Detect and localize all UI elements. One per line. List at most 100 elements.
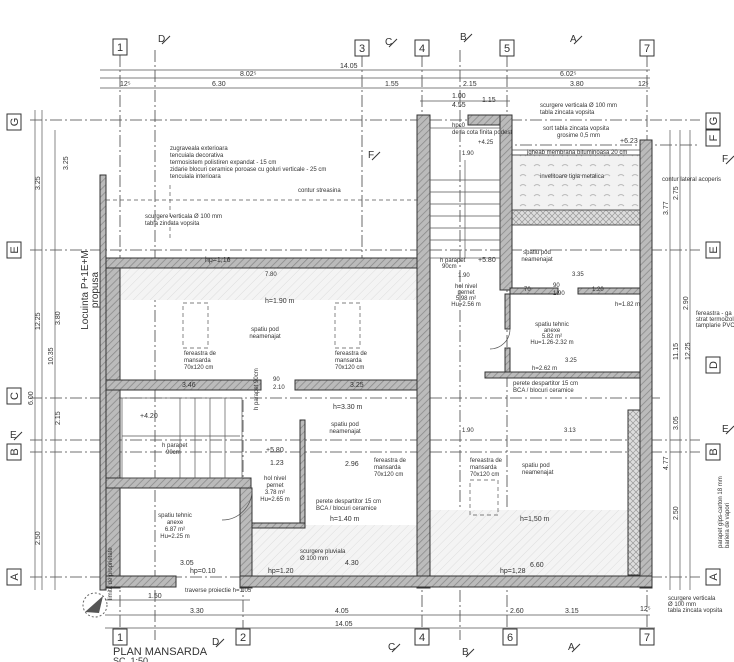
annotation-property: limita de proprietate (108, 547, 114, 600)
annotation-d-top-f: 2.15 (463, 81, 477, 88)
annotation-h182: h=1.82 m (615, 302, 640, 308)
axis-label: F (708, 134, 720, 141)
section-label: A (568, 642, 575, 653)
annotation-hall1a: hol nivel (264, 476, 286, 482)
section-label: C (385, 37, 392, 48)
annotation-layers3: termosistem polistiren expandat - 15 cm (170, 160, 276, 166)
annotation-d-top-h: 12⁵ (638, 81, 649, 88)
annotation-d190d: 1.90 (462, 428, 474, 434)
annotation-gutter: jgheab membrana bituminoasa 20 cm (526, 150, 627, 156)
annotation-win4a: fereastra de (470, 458, 503, 464)
annotation-d-left-h: 2.15 (55, 411, 62, 425)
axis-bubble-bottom: 2 (235, 628, 251, 646)
annotation-beam: traverse proiectie h=1.05 (185, 588, 252, 594)
annotation-d660: 6.60 (530, 562, 544, 569)
annotation-part2a: perete despartitor 15 cm (513, 381, 578, 387)
section-marker: D (158, 34, 171, 45)
axis-label: 3 (359, 43, 365, 55)
annotation-d-top-d: 6.30 (212, 81, 226, 88)
annotation-d-bot-e: 3.15 (565, 608, 579, 615)
annotation-win2c: 70x120 cm (335, 365, 364, 371)
section-marker: B (460, 32, 473, 43)
drawing-scale: SC. 1:50 (113, 656, 148, 662)
annotation-d90a: 90 (273, 377, 280, 383)
section-label: C (388, 642, 395, 653)
section-marker: B (462, 647, 475, 658)
annotation-win4b: mansarda (470, 465, 497, 471)
staircase-lower (121, 397, 243, 479)
annotation-winside3: tamplarie PVC (696, 323, 734, 329)
axis-label: 5 (504, 43, 510, 55)
annotation-win2a: fereastra de (335, 351, 368, 357)
annotation-rain1a: scurgere pluviala (300, 549, 346, 555)
annotation-drain3b: Ø 100 mm (668, 602, 696, 608)
walls (99, 114, 653, 591)
north-arrow-icon (82, 592, 108, 618)
section-label: B (460, 32, 467, 43)
annotation-part2b: BCA / blocuri ceramice (513, 388, 574, 394)
axis-label: A (9, 573, 21, 581)
axis-bubble-bottom: 4 (414, 628, 430, 646)
section-marker: F (722, 154, 734, 165)
metal-roof (511, 154, 641, 211)
annotation-d-bot-total: 14.05 (335, 621, 353, 628)
section-marker: C (385, 37, 398, 48)
drawing-title: PLAN MANSARDA (113, 646, 208, 658)
annotation-sheet2: grosime 0,5 mm (557, 133, 600, 139)
annotation-parapet1b: 90cm (166, 450, 181, 456)
annotation-hall1c: 3.78 m² (265, 490, 285, 496)
section-marker: E (10, 430, 23, 441)
annotation-rain1b: Ø 100 mm (300, 556, 328, 562)
annotation-d-bot-c: 4.05 (335, 608, 349, 615)
annotation-d-left-a: 3.25 (35, 176, 42, 190)
annotation-roofedge: contur lateral acoperis (662, 177, 721, 183)
annotation-drain3a: scurgere verticala (668, 596, 716, 602)
staircase-upper (429, 127, 501, 259)
roof-insulation (511, 209, 641, 226)
axis-label: C (9, 392, 21, 400)
annotation-part1a: perete despartitor 15 cm (316, 499, 381, 505)
annotation-d-left-c: 6.00 (28, 391, 35, 405)
axis-bubble-right: E (705, 241, 721, 259)
annotation-roof: invelitoare tigla metalica (540, 174, 605, 180)
annotation-d210a: 2.10 (273, 385, 285, 391)
annotation-d190a: 1.90 (462, 151, 474, 157)
annotation-lvl420: +4.20 (140, 413, 158, 420)
annotation-tech2c: 5.82 m² (542, 334, 562, 340)
annotation-tech2a: spatiu tehnic (535, 322, 569, 328)
annotation-tech1b: anexe (167, 520, 184, 526)
annotation-h262: h=2.62 m (532, 366, 557, 372)
annotation-drain2b: tabla zincata vopsita (540, 110, 595, 116)
axis-label: G (9, 118, 21, 127)
axis-label: 1 (117, 632, 123, 644)
annotation-building2: propusa (90, 271, 101, 308)
annotation-d-top-c: 12⁵ (120, 81, 131, 88)
section-label: F (722, 154, 728, 165)
annotation-h330: h=3.30 m (333, 404, 363, 411)
annotation-hall2d: Hu=2.56 m (451, 302, 481, 308)
axis-label: A (708, 573, 720, 581)
axis-label: 1 (117, 42, 123, 54)
section-label: B (462, 647, 469, 658)
annotation-attic3a: spatiu pod (523, 250, 551, 256)
axis-bubble-top: 1 (112, 38, 128, 56)
axis-bubble-top: 5 (499, 39, 515, 57)
annotation-win2b: mansarda (335, 358, 362, 364)
annotation-d-right-h: 2.50 (673, 506, 680, 520)
annotation-d70: 70 (524, 287, 531, 293)
axis-bubble-left: C (6, 387, 22, 405)
section-label: A (570, 34, 577, 45)
annotation-d-left-g: 3.80 (55, 311, 62, 325)
section-marker: D (212, 637, 225, 648)
annotation-d-left-f: 3.25 (63, 156, 70, 170)
annotation-parapet1a: h parapet (162, 443, 188, 449)
section-marker: A (570, 34, 583, 45)
annotation-podest1: hpc0 (452, 123, 466, 129)
annotation-d-left-b: 12.25 (35, 312, 42, 330)
annotation-hall2a: hol nivel (455, 284, 477, 290)
annotation-attic1b: neamenajat (249, 334, 281, 340)
annotation-d-bot-a: 1.50 (148, 593, 162, 600)
axis-bubble-left: E (6, 241, 22, 259)
axis-bubble-right: A (705, 568, 721, 586)
